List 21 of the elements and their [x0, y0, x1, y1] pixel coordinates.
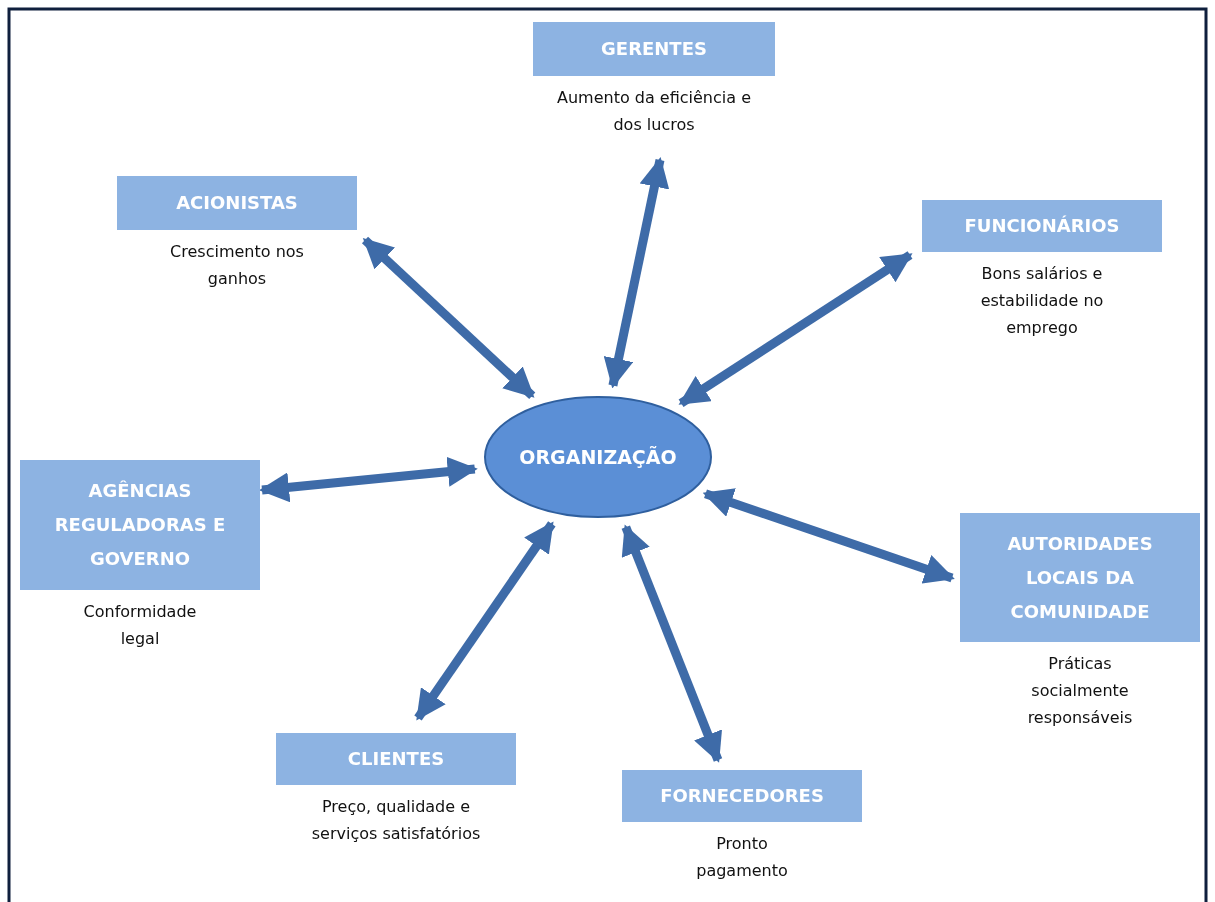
double-arrow	[259, 456, 478, 503]
double-arrow	[414, 521, 556, 721]
stakeholder-box: GERENTES	[533, 22, 775, 76]
stakeholder-box: AGÊNCIAS REGULADORAS E GOVERNO	[20, 460, 260, 590]
description-text: Conformidade legal	[82, 601, 198, 650]
stakeholder-box: ACIONISTAS	[117, 176, 357, 230]
description-text: Preço, qualidade e serviços satisfatórios	[311, 796, 481, 845]
stakeholder-box: FUNCIONÁRIOS	[922, 200, 1162, 252]
stakeholder-box: FORNECEDORES	[622, 770, 862, 822]
description-text: Aumento da eficiência e dos lucros	[556, 87, 752, 136]
stakeholder-box: CLIENTES	[276, 733, 516, 785]
double-arrow	[702, 488, 955, 584]
description-text: Bons salários e estabilidade no emprego	[979, 263, 1105, 339]
description-text: Práticas socialmente responsáveis	[1026, 653, 1134, 729]
double-arrow	[361, 236, 536, 400]
description-text: Crescimento nos ganhos	[169, 241, 305, 290]
double-arrow	[678, 251, 913, 407]
description-text: Pronto pagamento	[695, 833, 789, 882]
double-arrow	[603, 157, 670, 389]
ellipse-label: ORGANIZAÇÃO	[518, 446, 678, 468]
stakeholder-box: AUTORIDADES LOCAIS DA COMUNIDADE	[960, 513, 1200, 642]
